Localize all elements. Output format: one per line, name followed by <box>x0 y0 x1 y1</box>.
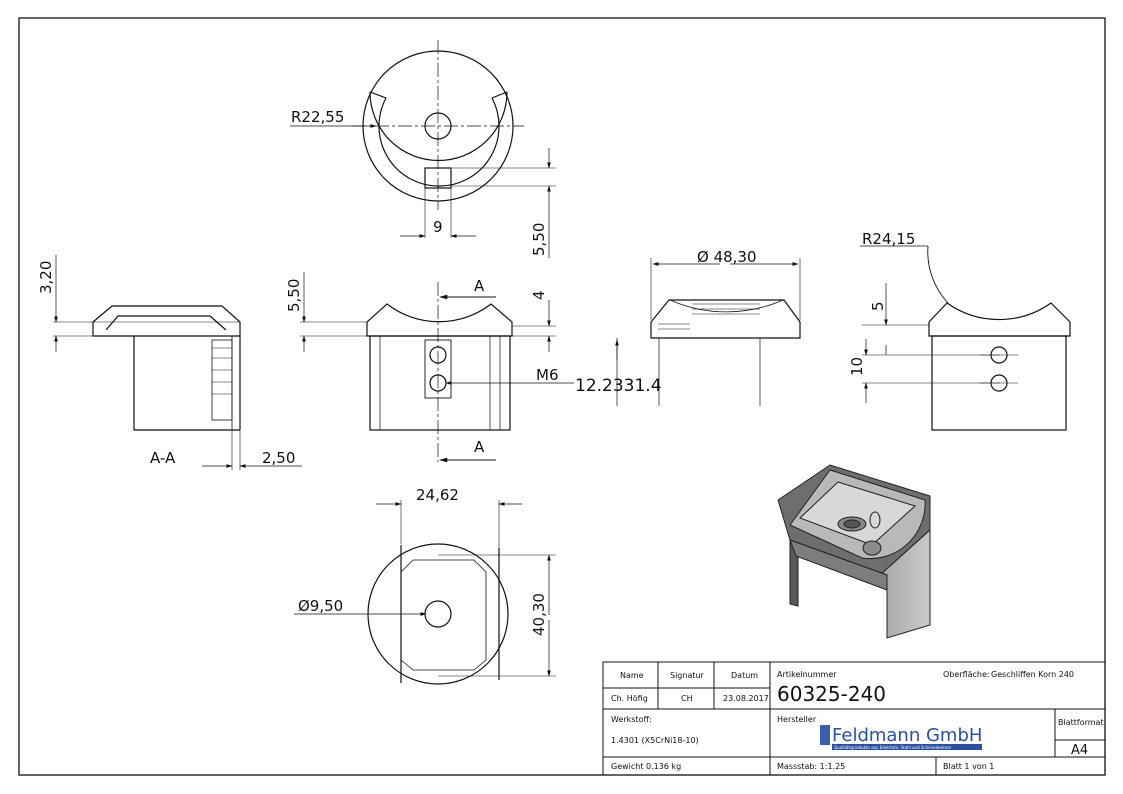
tb-hersteller-label: Hersteller <box>777 715 817 724</box>
isometric-3d-view <box>777 464 931 639</box>
tb-hdr-datum: Datum <box>731 671 758 680</box>
section-marker-bottom: A <box>474 438 485 456</box>
logo-tagline: Qualitätsprodukte aus Edelstahl, Stahl u… <box>834 745 952 750</box>
tb-signatur: CH <box>681 694 693 703</box>
tb-datum: 23.08.2017 <box>723 694 769 703</box>
tb-name: Ch. Höfig <box>611 694 648 703</box>
dim-bottom-width: 24,62 <box>416 486 459 504</box>
dim-wall: 2,50 <box>262 449 295 467</box>
overlay-value: 12.2331.4 <box>575 376 662 396</box>
dim-front-depth: 4 <box>530 290 548 300</box>
section-marker-top: A <box>474 277 485 295</box>
dim-front-h: 5,50 <box>285 279 303 312</box>
dim-r-top: R22,55 <box>291 108 344 126</box>
front-view <box>300 272 574 463</box>
title-block <box>602 661 1106 776</box>
logo-text: Feldmann GmbH <box>832 725 982 746</box>
bottom-view <box>294 500 556 685</box>
top-view <box>290 40 556 258</box>
dim-thread: M6 <box>536 366 559 384</box>
dim-side-5: 5 <box>869 301 887 311</box>
tb-blatt: Blatt 1 von 1 <box>943 762 994 771</box>
dim-slot-depth: 5,50 <box>530 223 548 256</box>
dim-r-side: R24,15 <box>862 230 915 248</box>
tb-hdr-signatur: Signatur <box>670 671 705 680</box>
tb-gewicht: Gewicht 0.136 kg <box>611 762 681 771</box>
feldmann-logo: Feldmann GmbH Qualitätsprodukte aus Edel… <box>820 725 982 750</box>
tb-blattformat: A4 <box>1071 743 1088 758</box>
dim-hole-dia: Ø9,50 <box>298 597 343 615</box>
section-view-aa <box>53 255 302 470</box>
tb-oberflaeche: Geschliffen Korn 240 <box>991 670 1074 679</box>
curved-view <box>615 258 801 406</box>
tb-hdr-name: Name <box>620 671 644 680</box>
dim-diameter: Ø 48,30 <box>697 248 757 266</box>
section-label: A-A <box>150 449 176 467</box>
dim-side-height: 3,20 <box>37 261 55 294</box>
dim-bottom-h: 40,30 <box>530 593 548 636</box>
side-view <box>860 245 1071 431</box>
dim-slot-width: 9 <box>433 218 443 236</box>
tb-blattformat-label: Blattformat <box>1058 718 1104 727</box>
tb-artikel: 60325-240 <box>777 682 886 706</box>
tb-massstab: Massstab: 1:1.25 <box>777 762 845 771</box>
sheet-border <box>18 17 1106 776</box>
tb-werkstoff-label: Werkstoff: <box>611 715 652 724</box>
tb-werkstoff: 1.4301 (X5CrNi18-10) <box>611 736 699 745</box>
tb-oberflaeche-label: Oberfläche: <box>943 670 990 679</box>
dim-side-10: 10 <box>848 357 866 376</box>
tb-artikel-label: Artikelnummer <box>777 670 837 679</box>
